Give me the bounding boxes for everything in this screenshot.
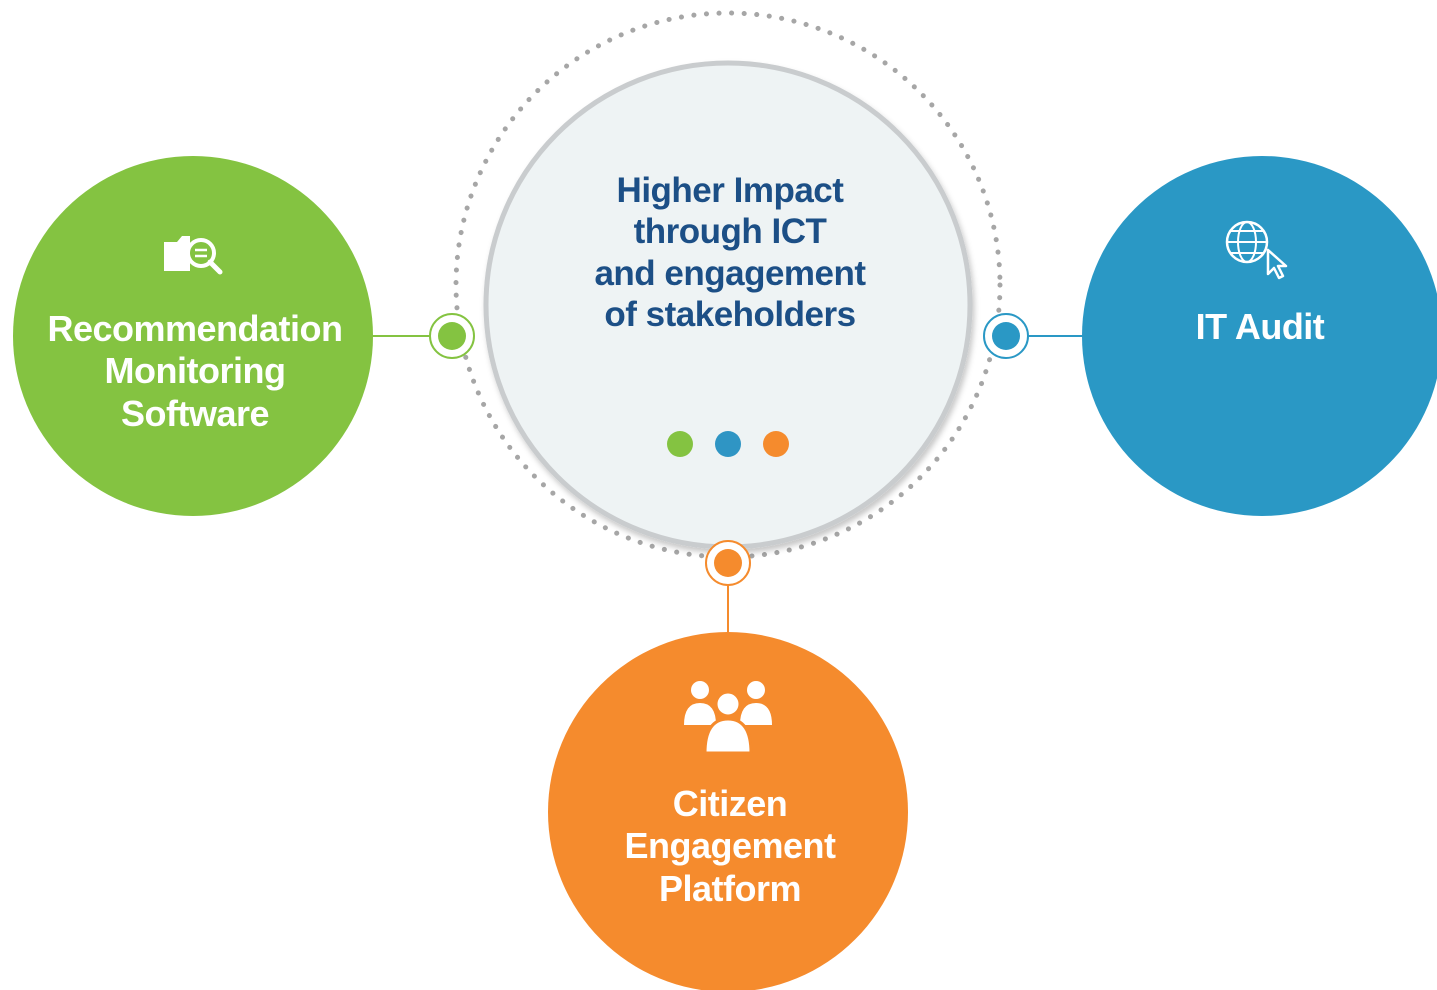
center-title: Higher Impact through ICT and engagement… (540, 170, 920, 335)
node-label-line: Citizen (672, 783, 788, 824)
center-title-line: and engagement (594, 253, 866, 293)
node-label-line: Platform (658, 867, 802, 909)
connector-marker-orange (705, 540, 751, 586)
recommendation-node-label: Recommendation Monitoring Software (30, 308, 360, 435)
citizen-node-circle (548, 632, 908, 990)
node-label-line: Engagement (624, 825, 836, 867)
people-group-icon (684, 681, 772, 755)
center-title-line: through ICT (633, 212, 827, 252)
node-label-line: Software (120, 392, 270, 434)
it-audit-node-label: IT Audit (1120, 306, 1400, 348)
folder-search-icon (164, 236, 223, 275)
center-dot-green (667, 431, 693, 457)
connector-marker-blue (983, 313, 1029, 359)
center-dot-orange (763, 431, 789, 457)
connector-marker-green (429, 313, 475, 359)
node-label-line: Recommendation (47, 308, 343, 349)
it-audit-node-circle (1082, 156, 1437, 516)
globe-cursor-icon (1225, 220, 1288, 280)
center-dot-blue (715, 431, 741, 457)
center-title-line: Higher Impact (616, 171, 844, 210)
node-label-line: Monitoring (104, 350, 286, 392)
node-label-line: IT Audit (1195, 306, 1325, 347)
recommendation-node-circle (13, 156, 373, 516)
citizen-node-label: Citizen Engagement Platform (590, 783, 870, 910)
center-title-line: of stakeholders (604, 294, 856, 334)
